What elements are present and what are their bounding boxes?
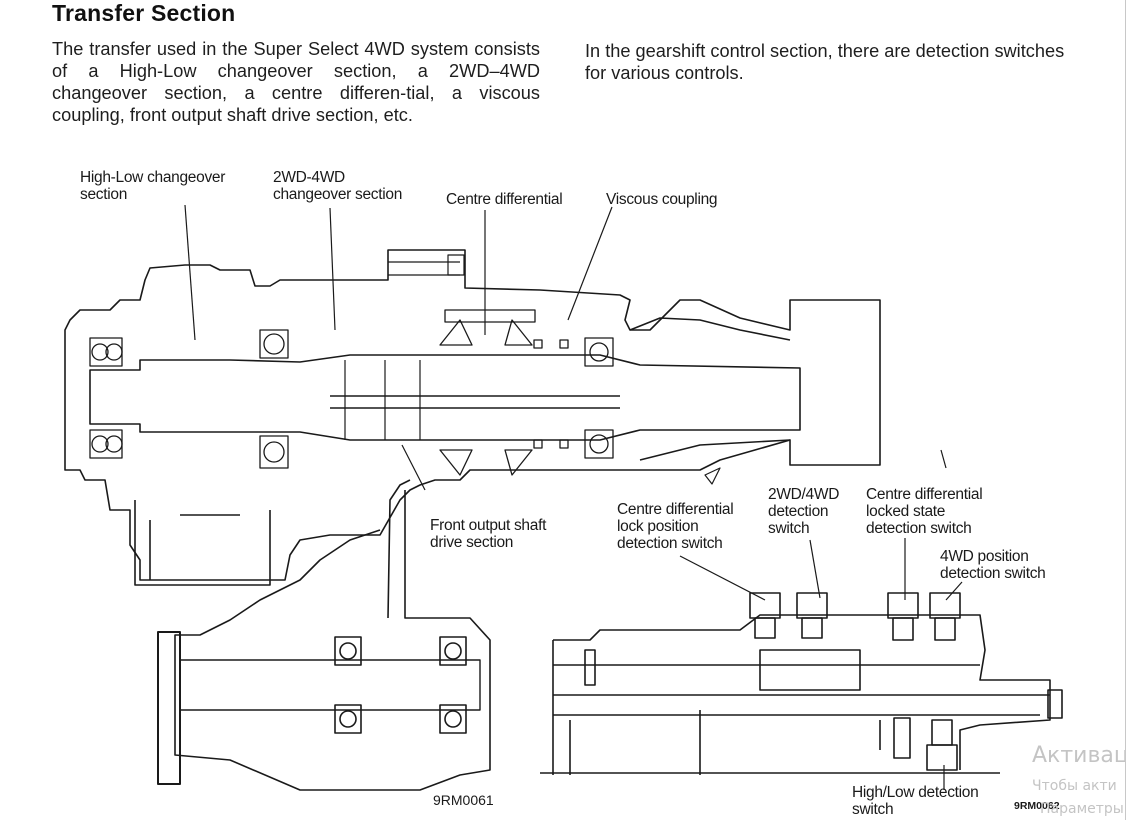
centre-differential-gears bbox=[439, 309, 536, 476]
front-output-section bbox=[134, 479, 491, 791]
page-edge-divider bbox=[1125, 0, 1126, 820]
label-cd-locked-state-switch: Centre differential locked state detecti… bbox=[866, 486, 983, 537]
main-shaft bbox=[89, 354, 801, 441]
transfer-housing bbox=[64, 249, 881, 581]
leader-lines bbox=[184, 204, 963, 790]
label-2wd-4wd-changeover: 2WD-4WD changeover section bbox=[273, 169, 403, 203]
activation-watermark-settings: Параметры bbox=[1040, 801, 1124, 817]
intro-paragraph-right: In the gearshift control section, there … bbox=[585, 41, 1065, 83]
activation-watermark-line: Чтобы акти bbox=[1032, 778, 1117, 794]
gearshift-control-drawing bbox=[540, 592, 1063, 775]
label-4wd-position-switch: 4WD position detection switch bbox=[940, 548, 1046, 582]
section-title: Transfer Section bbox=[52, 0, 236, 26]
bearings bbox=[89, 329, 614, 469]
label-2wd-4wd-detection-switch: 2WD/4WD detection switch bbox=[768, 486, 840, 537]
label-viscous-coupling: Viscous coupling bbox=[606, 191, 718, 208]
label-high-low-detection-switch: High/Low detection switch bbox=[852, 784, 979, 818]
label-centre-differential: Centre differential bbox=[446, 191, 563, 208]
label-high-low-changeover: High-Low changeover section bbox=[80, 169, 226, 203]
stray-mark bbox=[704, 467, 721, 485]
label-front-output-shaft: Front output shaft drive section bbox=[430, 517, 547, 551]
figure-code-right: 9RM0062 bbox=[1014, 800, 1060, 812]
label-cd-lock-position-switch: Centre differential lock position detect… bbox=[617, 501, 734, 552]
rear-output bbox=[629, 317, 791, 461]
activation-watermark-title: Активац bbox=[1032, 743, 1125, 768]
intro-paragraph-left: The transfer used in the Super Select 4W… bbox=[52, 39, 540, 125]
figure-code-left: 9RM0061 bbox=[433, 792, 494, 808]
